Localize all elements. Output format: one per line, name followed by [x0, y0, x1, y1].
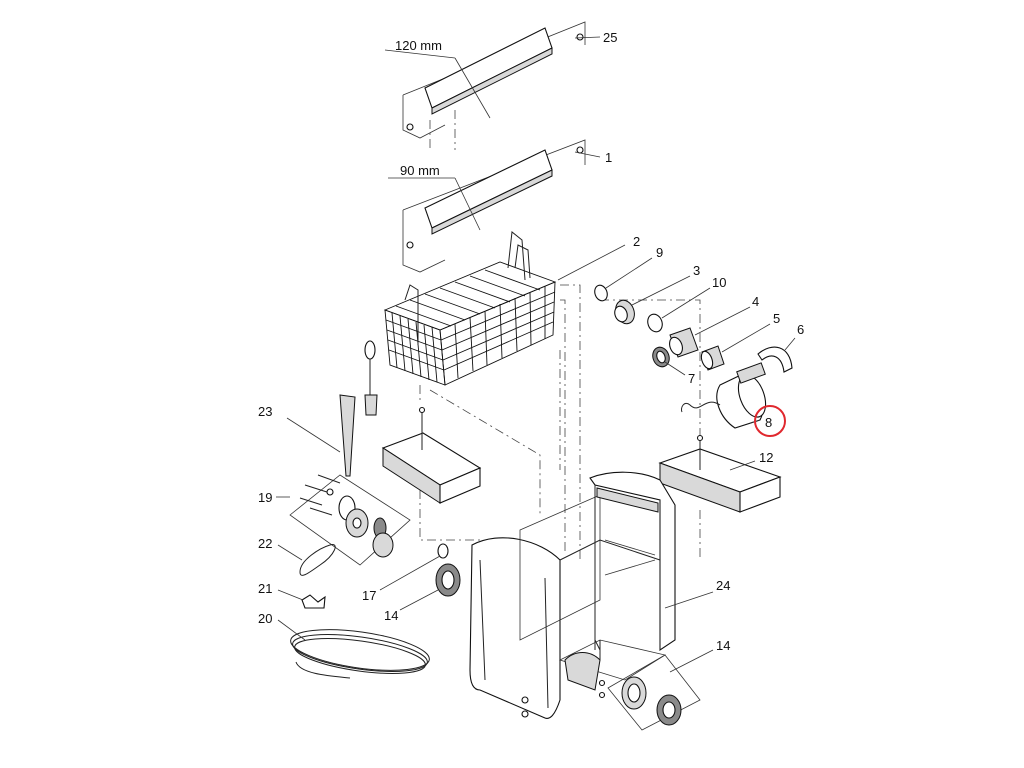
callout-5: 5 [773, 311, 780, 326]
part-1-cover-plate [388, 139, 601, 273]
part-8-pump [681, 362, 767, 429]
callout-4: 4 [752, 294, 759, 309]
callout-1: 1 [605, 150, 612, 165]
callout-3: 3 [693, 263, 700, 278]
eye-bolt [364, 340, 378, 416]
callout-21: 21 [258, 581, 272, 596]
part-2-wire-basket [383, 231, 626, 386]
housing-screws [521, 679, 606, 718]
callout-14-right: 14 [716, 638, 730, 653]
part-24-housing [469, 471, 714, 719]
callout-23: 23 [258, 404, 272, 419]
part-23-ground-spike [286, 394, 356, 477]
part-10-nut [647, 287, 711, 333]
part-21-cable-clamp [277, 589, 326, 609]
part-3-threaded-fitting [614, 275, 691, 325]
callout-9: 9 [656, 245, 663, 260]
part-6-clip [757, 337, 796, 373]
part-22-cable-loop [277, 544, 336, 576]
part-4-coupling [669, 306, 751, 358]
dimension-90mm: 90 mm [400, 163, 440, 178]
part-14-outlet-ring-left [399, 563, 461, 611]
part-25-cover-plate [384, 21, 601, 150]
part-14-outlet-fitting-right [607, 649, 714, 731]
callout-7: 7 [688, 371, 695, 386]
callout-25: 25 [603, 30, 617, 45]
part-5-adapter [700, 323, 771, 371]
part-7-ring [652, 346, 686, 376]
callout-12: 12 [759, 450, 773, 465]
callout-19: 19 [258, 490, 272, 505]
part-17-clip-ring [379, 543, 449, 591]
callout-10: 10 [712, 275, 726, 290]
callout-8-highlight-ring [754, 405, 786, 437]
callout-14-left: 14 [384, 608, 398, 623]
callout-24: 24 [716, 578, 730, 593]
part-19-fittings-box [276, 474, 411, 566]
part-12-foam-block [658, 434, 782, 513]
part-20-coiled-cable [277, 619, 430, 679]
callout-8: 8 [765, 415, 772, 430]
callout-17: 17 [362, 588, 376, 603]
callout-6: 6 [797, 322, 804, 337]
callout-2: 2 [633, 234, 640, 249]
callout-20: 20 [258, 611, 272, 626]
callout-22: 22 [258, 536, 272, 551]
assembly-guide-lines [419, 284, 701, 560]
part-9-circlip [594, 257, 653, 302]
foam-block-left [381, 406, 482, 504]
dimension-120mm: 120 mm [395, 38, 442, 53]
